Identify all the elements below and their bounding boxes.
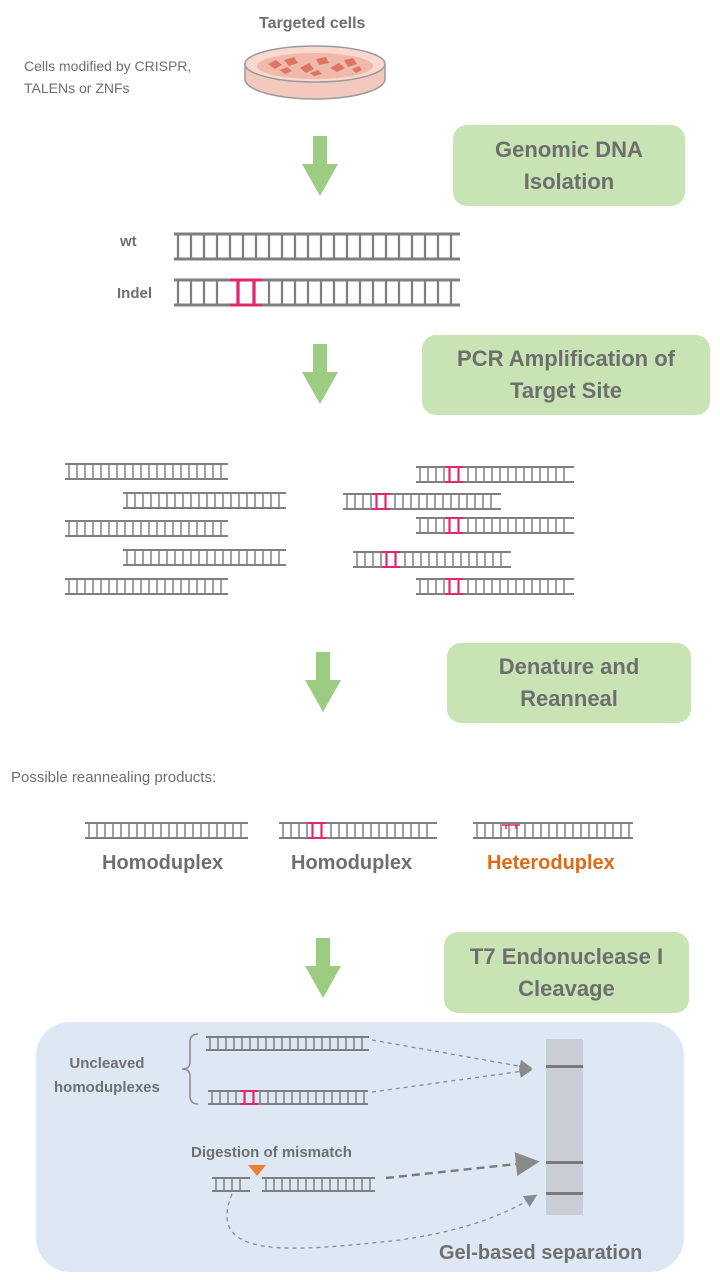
pcr-indel-strand — [353, 550, 511, 575]
pcr-wt-strand — [123, 548, 286, 573]
gel-band — [546, 1192, 583, 1195]
step-label-line2: Cleavage — [518, 975, 615, 1001]
arrow-down-icon — [305, 652, 341, 712]
indel-dna-strand — [174, 278, 460, 313]
possible-products-label: Possible reannealing products: — [11, 769, 217, 786]
step-label-line1: Genomic DNA — [495, 136, 643, 162]
gel-band — [546, 1065, 583, 1068]
dna-ladder — [174, 232, 460, 261]
dna-ladder — [65, 463, 228, 480]
pcr-indel-strand — [416, 516, 574, 541]
cut-marker-icon — [248, 1165, 266, 1176]
dna-ladder — [85, 822, 248, 839]
gel-separation-label: Gel-based separation — [439, 1242, 643, 1264]
uncleaved-line1: Uncleaved — [69, 1055, 145, 1072]
step-label-line1: Denature and — [498, 654, 640, 679]
dna-ladder — [212, 1177, 250, 1192]
pcr-indel-strand — [343, 492, 501, 517]
pcr-indel-strand — [416, 577, 574, 602]
homoduplex-wt-strand — [85, 821, 248, 846]
bracket — [181, 1033, 199, 1105]
heteroduplex-label: Heteroduplex — [487, 852, 615, 874]
step-label-line1: PCR Amplification of — [457, 346, 675, 371]
dna-ladder — [416, 517, 574, 534]
step-label-line2: Reanneal — [520, 686, 618, 711]
dna-ladder — [279, 822, 437, 839]
pcr-wt-strand — [65, 462, 228, 487]
homoduplex-label-1: Homoduplex — [102, 852, 224, 874]
homoduplex-indel-strand — [279, 821, 437, 846]
heteroduplex-strand — [473, 821, 633, 846]
targeted-cells-label: Targeted cells — [259, 15, 366, 32]
gel-lane — [546, 1039, 583, 1215]
dna-ladder — [416, 578, 574, 595]
cleaved-fragment-short — [212, 1176, 250, 1199]
dna-ladder — [343, 493, 501, 510]
dna-ladder — [473, 822, 633, 839]
uncleaved-line2: homoduplexes — [54, 1079, 160, 1096]
cleaved-fragment-long — [262, 1176, 375, 1199]
digestion-label: Digestion of mismatch — [191, 1144, 352, 1161]
step-t7-cleavage: T7 Endonuclease I Cleavage — [444, 932, 689, 1013]
dna-ladder — [206, 1036, 369, 1051]
cells-modified-line2: TALENs or ZNFs — [24, 80, 130, 96]
wt-label: wt — [120, 233, 137, 250]
uncleaved-label: Uncleaved homoduplexes — [54, 1052, 160, 1100]
pcr-indel-strand — [416, 465, 574, 490]
dna-ladder — [353, 551, 511, 568]
indel-label: Indel — [117, 285, 153, 302]
homoduplex-label-2: Homoduplex — [291, 852, 413, 874]
pcr-wt-strand — [65, 519, 228, 544]
step-label-line1: T7 Endonuclease I — [469, 943, 664, 969]
arrow-down-icon — [305, 938, 341, 998]
petri-dish-icon — [244, 45, 386, 100]
step-label-line2: Target Site — [509, 378, 623, 403]
cells-modified-label: Cells modified by CRISPR, TALENs or ZNFs — [24, 55, 191, 99]
dna-ladder — [65, 578, 228, 595]
pcr-wt-strand — [65, 577, 228, 602]
gel-band — [546, 1161, 583, 1164]
dna-ladder — [123, 549, 286, 566]
arrow-down-icon — [302, 136, 338, 196]
uncleaved-indel-strand — [208, 1089, 368, 1112]
pcr-wt-strand — [123, 491, 286, 516]
step-label-line2: Isolation — [523, 168, 615, 194]
wt-dna-strand — [174, 232, 460, 267]
dna-ladder — [174, 278, 460, 307]
uncleaved-wt-strand — [206, 1035, 369, 1058]
cells-modified-line1: Cells modified by CRISPR, — [24, 58, 192, 74]
arrow-down-icon — [302, 344, 338, 404]
dna-ladder — [208, 1090, 368, 1105]
dna-ladder — [416, 466, 574, 483]
step-pcr-amplification: PCR Amplification of Target Site — [422, 335, 710, 415]
dna-ladder — [65, 520, 228, 537]
dna-ladder — [262, 1177, 375, 1192]
dna-ladder — [123, 492, 286, 509]
step-genomic-dna-isolation: Genomic DNA Isolation — [453, 125, 685, 206]
